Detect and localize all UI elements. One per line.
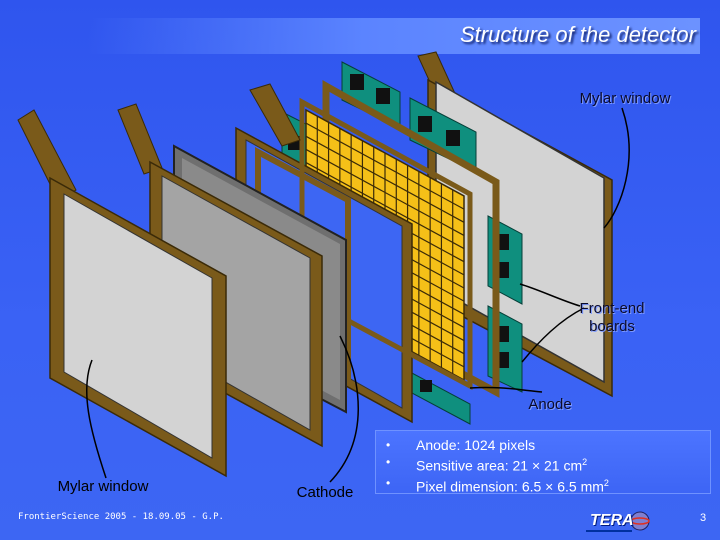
page-number: 3 [700,512,707,524]
label-cathode: Cathode [296,484,354,501]
title-bar [88,18,700,54]
specs-box: Anode: 1024 pixels Sensitive area: 21 × … [375,430,711,494]
label-mylar-window-bottom: Mylar window [57,478,149,495]
front-mylar-window [17,109,227,478]
label-front-end-boards: Front-end boards [579,300,645,335]
label-anode: Anode [528,396,572,413]
tera-logo: TERA [584,508,654,534]
spec-anode: Anode: 1024 pixels [376,437,710,454]
slide-title: Structure of the detector [459,22,696,47]
label-mylar-window-top: Mylar window [579,90,671,107]
spec-pixel-dimension: Pixel dimension: 6.5 × 6.5 mm2 [376,475,710,496]
spec-sensitive-area: Sensitive area: 21 × 21 cm2 [376,454,710,475]
footer-text: FrontierScience 2005 - 18.09.05 - G.P. [18,512,224,522]
leader-lines [85,107,630,483]
